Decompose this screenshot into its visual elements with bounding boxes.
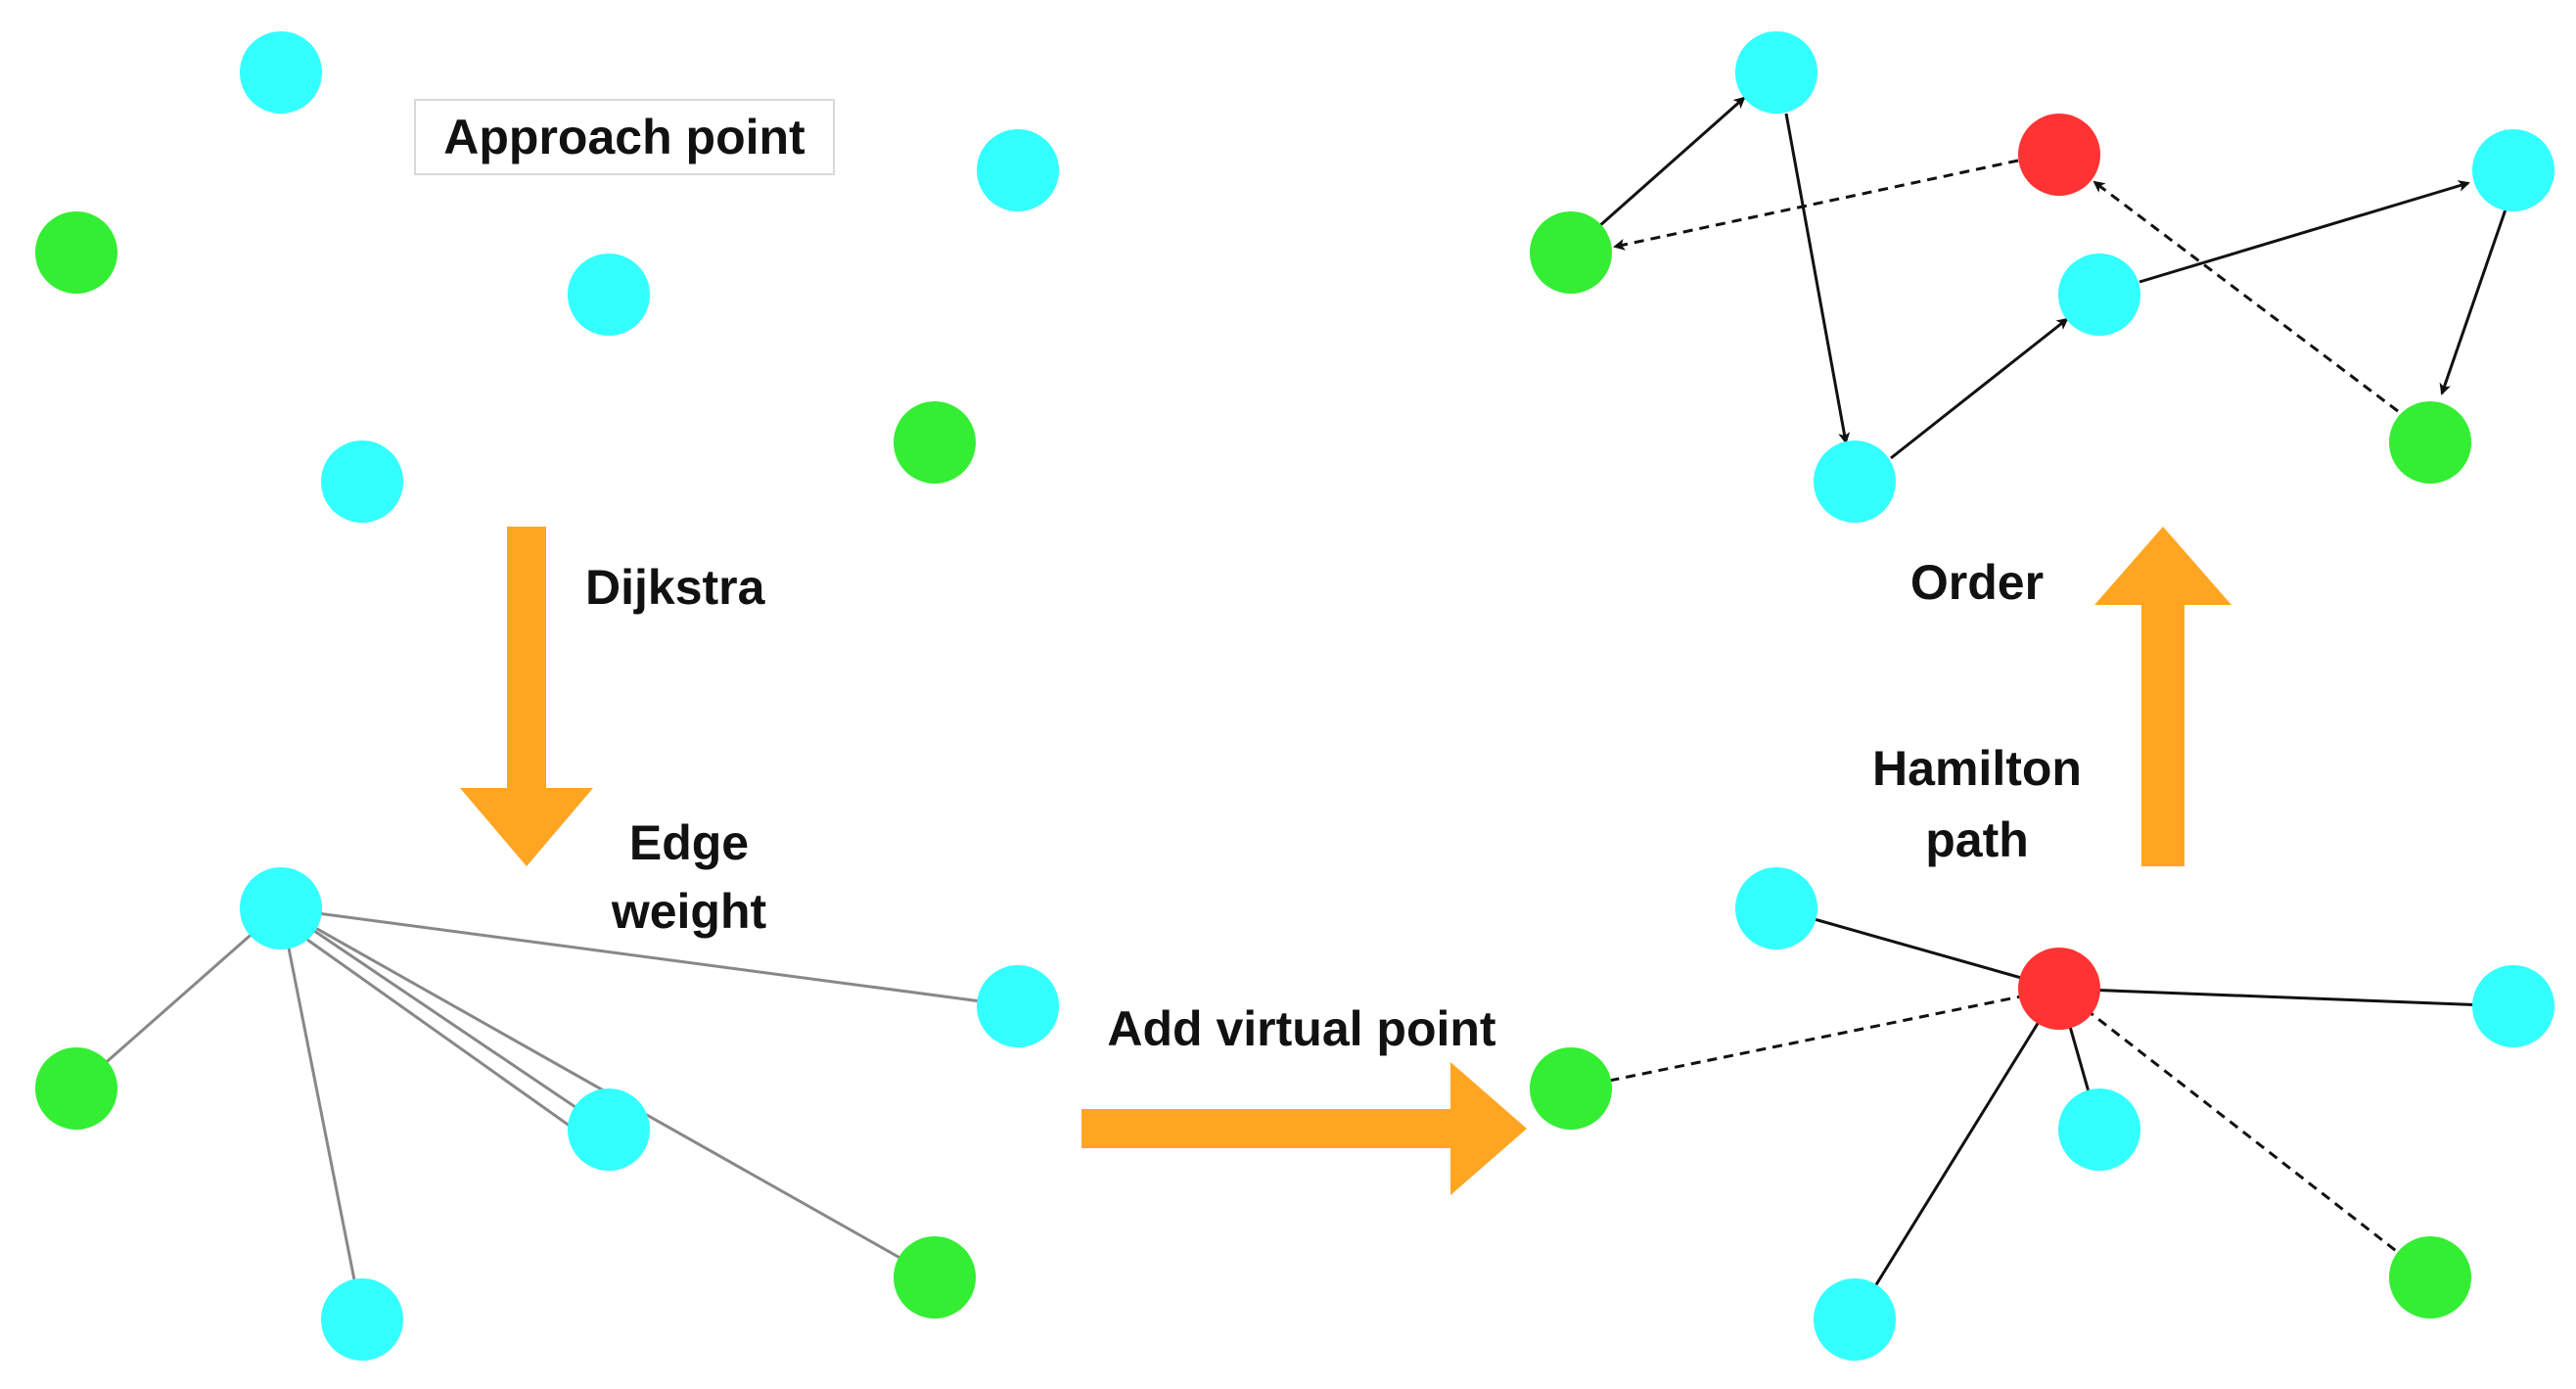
node-cyan <box>321 440 403 523</box>
node-cyan <box>2472 129 2554 211</box>
node-cyan <box>1814 1278 1896 1361</box>
virtual-edge <box>1853 988 2061 1320</box>
node-cyan <box>2058 1088 2140 1171</box>
path-edge <box>1784 113 1851 444</box>
node-green <box>35 1047 117 1130</box>
node-green <box>894 401 976 484</box>
down-arrow-icon <box>460 527 593 866</box>
node-cyan <box>321 1278 403 1361</box>
weight-edge <box>293 928 598 1147</box>
virtual-edge-dashed <box>2058 987 2431 1279</box>
node-cyan <box>2058 254 2140 336</box>
weight-edge <box>280 906 610 1132</box>
weight-edge <box>280 906 1019 1008</box>
edge-weight-label-line1: Edge <box>629 815 749 870</box>
node-green <box>35 211 117 294</box>
path-edge <box>2439 208 2507 395</box>
approach-point-label: Approach point <box>443 110 805 164</box>
order-label: Order <box>1910 555 2044 610</box>
dijkstra-arrow-group: Dijkstra <box>460 527 766 866</box>
node-cyan <box>977 965 1059 1047</box>
node-cyan <box>1735 31 1817 114</box>
node-cyan <box>2472 965 2554 1047</box>
weight-edges <box>75 906 1019 1320</box>
node-cyan <box>568 254 650 336</box>
right-arrow-icon <box>1081 1062 1527 1195</box>
ordered-path-panel <box>1530 31 2554 523</box>
weight-edge <box>279 907 364 1320</box>
hamilton-path-label-line1: Hamilton <box>1872 741 2082 796</box>
node-virtual-red <box>2018 948 2100 1030</box>
edge-weight-panel: Edge weight <box>35 815 1059 1361</box>
path-edge <box>1597 96 1746 229</box>
node-green <box>2389 401 2471 484</box>
node-cyan <box>977 129 1059 211</box>
path-edge-dashed <box>1613 159 2019 251</box>
path-edge <box>2139 180 2470 284</box>
node-green <box>1530 211 1612 294</box>
node-cyan <box>1735 867 1817 949</box>
approach-point-label-box <box>414 99 835 175</box>
node-green <box>894 1236 976 1319</box>
node-green <box>2389 1236 2471 1319</box>
weight-edge <box>75 906 282 1090</box>
node-virtual-red <box>2018 114 2100 196</box>
node-cyan <box>568 1088 650 1171</box>
path-edge <box>1890 317 2069 460</box>
path-edge-dashed <box>2093 180 2399 413</box>
dijkstra-label: Dijkstra <box>585 560 766 615</box>
node-cyan <box>240 31 322 114</box>
virtual-edge <box>1775 906 2060 991</box>
up-arrow-icon <box>2094 527 2231 866</box>
virtual-point-panel <box>1530 867 2554 1361</box>
hamilton-path-label-line2: path <box>1925 812 2029 867</box>
virtual-edge-dashed <box>1570 987 2060 1090</box>
node-cyan <box>240 867 322 949</box>
hamilton-path-arrow-group: Hamilton path Order <box>1872 527 2231 867</box>
approach-points-panel: Approach point <box>35 31 1059 523</box>
node-cyan <box>1814 440 1896 523</box>
virtual-edge <box>2058 987 2514 1008</box>
node-green <box>1530 1047 1612 1130</box>
edge-weight-label-line2: weight <box>611 884 767 939</box>
add-virtual-point-label: Add virtual point <box>1107 1001 1496 1056</box>
add-virtual-point-arrow-group: Add virtual point <box>1081 1001 1527 1195</box>
path-edges <box>1597 96 2507 460</box>
